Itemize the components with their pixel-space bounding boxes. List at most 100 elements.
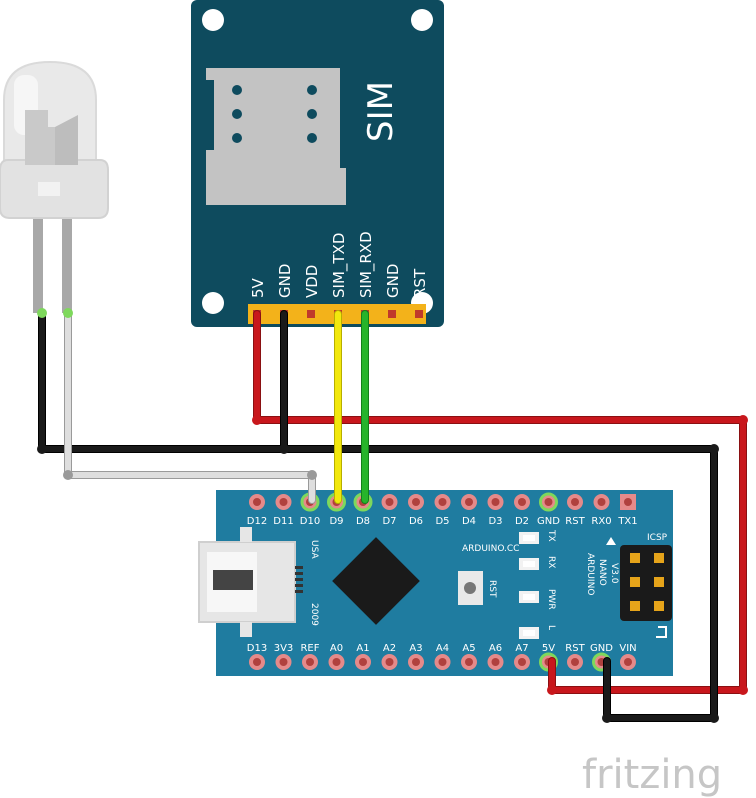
nano-pin-label: D10: [300, 516, 320, 527]
nano-pin-label: D12: [247, 516, 267, 527]
nano-pin-label: A7: [515, 643, 528, 654]
wire-white-led: [65, 310, 315, 503]
nano-pin-hole: [624, 658, 632, 666]
nano-pin-hole: [491, 658, 500, 666]
sim-header-pin: [388, 310, 396, 318]
status-led-label: PWR: [546, 589, 556, 610]
icsp-arrow: [606, 537, 616, 545]
nano-pin-hole: [332, 658, 341, 666]
nano-pin-label: GND: [590, 643, 613, 654]
nano-pin-hole: [571, 658, 579, 666]
nano-pin-label: A5: [462, 643, 475, 654]
sim-pin-label: SIM_TXD: [330, 233, 349, 298]
nano-pin-label: 3V3: [274, 643, 294, 654]
reset-button-cap: [464, 582, 476, 594]
icsp-pin: [654, 577, 664, 587]
nano-leds: TX RX PWR L: [519, 529, 556, 639]
mount-hole: [411, 9, 433, 31]
usb-socket: [213, 570, 253, 590]
nano-pin-label: D5: [435, 516, 449, 527]
led-post: [55, 115, 78, 165]
model-line-1: ARDUINO: [585, 553, 595, 595]
fritzing-brand: fritzing: [582, 752, 722, 798]
connected-pin-ring: [539, 492, 558, 512]
status-led-label: L: [546, 625, 556, 630]
wire-joints: [37, 308, 748, 723]
sim-header-pin: [415, 310, 423, 318]
icsp-bracket: [656, 626, 667, 638]
nano-pin-label: A2: [383, 643, 396, 654]
nano-pin-hole: [253, 498, 261, 506]
nano-pin-label: D4: [462, 516, 476, 527]
sim-pin-label: VDD: [303, 265, 321, 298]
status-led-lens: [523, 630, 535, 636]
status-led-lens: [523, 535, 535, 541]
nano-pin-hole: [571, 498, 579, 506]
nano-pin-label: A4: [436, 643, 449, 654]
icsp-pin: [630, 553, 640, 563]
sim-title: SIM: [361, 81, 401, 142]
nano-pin-label: REF: [300, 643, 319, 654]
icsp-pin: [630, 601, 640, 611]
sim-pin-label: GND: [276, 264, 294, 298]
led-leg-cathode: [33, 205, 43, 313]
nano-pin-hole: [465, 498, 473, 506]
nano-pin-label: A3: [409, 643, 422, 654]
nano-pin-label: A1: [356, 643, 369, 654]
nano-pin-hole: [518, 498, 526, 506]
nano-pin-hole: [412, 658, 420, 666]
nano-pin-label: D11: [273, 516, 293, 527]
nano-pin-label: RX0: [591, 516, 611, 527]
nano-pin-hole: [253, 658, 261, 666]
status-led-label: TX: [546, 529, 556, 542]
nano-pin-label: D8: [356, 516, 370, 527]
nano-pin-hole: [279, 498, 288, 506]
wires: [38, 309, 747, 722]
microcontroller-chip: [332, 537, 420, 625]
wire-black-gnd: [39, 310, 717, 721]
nano-pin-hole: [438, 498, 447, 506]
usb-pads: [295, 566, 303, 593]
nano-pin-label: D13: [247, 643, 267, 654]
status-led-lens: [523, 561, 535, 567]
rst-button-label: RST: [487, 580, 497, 598]
nano-pin-label: VIN: [619, 643, 636, 654]
model-line-2: NANO: [597, 559, 607, 586]
sim-card-notch: [206, 80, 214, 150]
icsp-housing: [620, 545, 672, 621]
led-reflection: [38, 182, 60, 196]
nano-pin-hole: [597, 498, 606, 506]
nano-pin-label: A0: [330, 643, 343, 654]
nano-pin-label: RST: [565, 516, 585, 527]
sim-pin-label: SIM_RXD: [357, 231, 376, 298]
sim-pin-label: RST: [411, 268, 429, 298]
year-label: 2009: [309, 603, 319, 626]
nano-pin-hole: [385, 658, 394, 666]
nano-pin-label: RST: [565, 643, 585, 654]
nano-pin-hole: [518, 658, 526, 666]
status-led-lens: [523, 594, 535, 600]
mount-hole: [202, 292, 224, 314]
icsp-pin: [654, 601, 664, 611]
sim-pin-label: 5V: [249, 277, 267, 298]
nano-pin-hole: [491, 498, 500, 506]
nano-pin-label: GND: [537, 516, 560, 527]
icsp-pin: [654, 553, 664, 563]
icsp-pin: [630, 577, 640, 587]
nano-pin-label: D7: [382, 516, 396, 527]
nano-pin-hole: [412, 498, 420, 506]
nano-pin-hole: [544, 498, 553, 506]
status-led-label: RX: [546, 556, 556, 568]
mount-hole: [202, 9, 224, 31]
nano-pin-hole: [279, 658, 288, 666]
nano-pin-label: A6: [489, 643, 502, 654]
usb-tab: [240, 622, 252, 637]
nano-pin-hole: [359, 658, 367, 666]
board-name: ARDUINO.CC: [462, 544, 519, 554]
